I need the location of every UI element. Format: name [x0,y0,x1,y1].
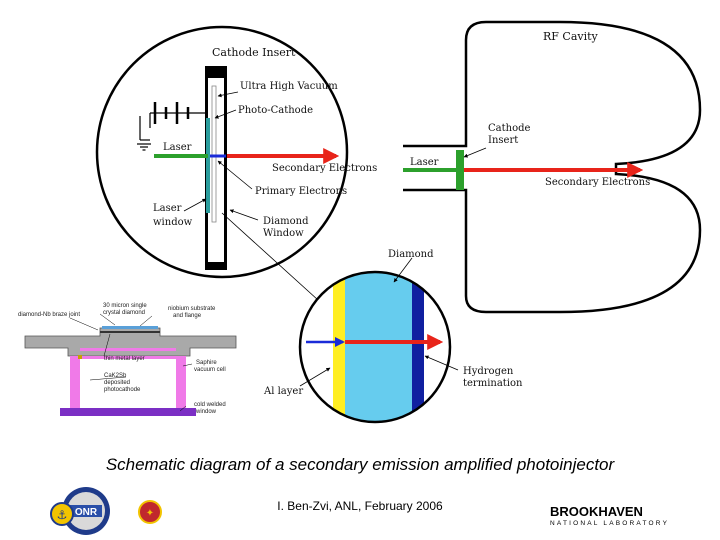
cathode-insert-top-label: Cathode Insert [212,46,296,59]
hydrogen-termination-band [412,272,424,422]
rf-cavity: RF Cavity Cathode Insert Laser Secondary… [403,20,702,314]
rf-cavity-label: RF Cavity [543,30,599,43]
photo-cathode-label: Photo-Cathode [238,105,313,116]
niobium-label-2: and flange [173,313,202,319]
author-credit: I. Ben-Zvi, ANL, February 2006 [277,499,443,513]
brookhaven-logo-line1: BROOKHAVEN [550,504,643,519]
ultra-high-vacuum-label: Ultra High Vacuum [240,81,338,92]
svg-text:ONR: ONR [75,507,98,518]
cak2sb-label-3: photocathode [104,387,141,393]
brookhaven-logo-line2: NATIONAL LABORATORY [550,520,670,527]
diamond-label: Diamond [388,249,434,260]
cathode-insert-detail: Cathode Insert Ultra High Vacuum Photo-C… [95,25,377,279]
svg-text:✦: ✦ [146,508,154,519]
diamond-window-label-2: Window [263,228,304,239]
secondary-electrons-left-label: Secondary Electrons [272,163,377,174]
cathode-insert-right-label-2: Insert [488,135,518,146]
vacuum-cell-inset: diamond-Nb braze joint 30 micron single … [18,303,237,416]
hydrogen-termination-label-1: Hydrogen [463,366,514,377]
cathode-insert-right [456,150,464,190]
zoom-connector-line [221,212,319,301]
diamond-detail: Diamond Hydrogen termination Al layer [263,249,523,424]
saphire-label-2: vacuum cell [194,367,226,373]
laser-window-label-2: window [153,217,193,228]
single-crystal-label-1: 30 micron single [103,303,147,309]
cak2sb-label-2: deposited [104,380,130,386]
cak2sb-label-1: CaK2Sb [104,373,127,379]
diamond-band [345,272,412,422]
saphire-label-1: Saphire [196,360,217,366]
secondary-electrons-right-label: Secondary Electrons [545,177,650,188]
cold-welded-label-2: window [195,409,217,415]
laser-left-label: Laser [163,142,192,153]
cathode-insert-right-label-1: Cathode [488,123,530,134]
ground-icon [137,143,151,151]
diamond-window-label-1: Diamond [263,216,309,227]
svg-text:⚓: ⚓ [57,508,68,522]
hydrogen-termination-label-2: termination [463,378,523,389]
laser-right-label: Laser [410,157,439,168]
single-crystal-label-2: crystal diamond [103,310,145,316]
niobium-label-1: niobium substrate [168,306,216,312]
battery-icon [139,102,206,141]
braze-joint-label: diamond-Nb braze joint [18,312,80,318]
brookhaven-logo: BROOKHAVEN NATIONAL LABORATORY [550,504,670,527]
al-layer-label: Al layer [263,386,303,397]
al-layer-band [333,272,345,422]
cold-welded-label-1: cold welded [194,402,226,408]
thin-metal-label: thin metal layer [104,356,145,362]
onr-logo: ONR ⚓ ✦ [50,487,162,535]
figure-caption: Schematic diagram of a secondary emissio… [105,455,615,474]
primary-electrons-label: Primary Electrons [255,186,347,197]
laser-window-label-1: Laser [153,203,182,214]
